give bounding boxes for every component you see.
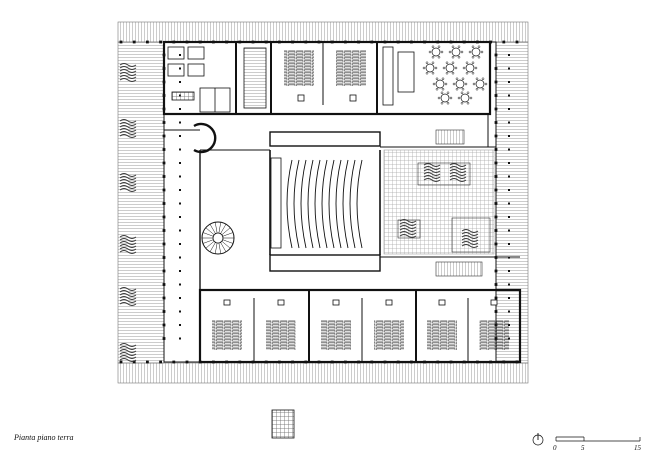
north-arrow-icon xyxy=(532,433,544,446)
classroom-north-1 xyxy=(167,46,267,113)
building-outline xyxy=(162,40,522,364)
scale-label-0: 0 xyxy=(553,444,557,452)
auditorium xyxy=(269,131,381,272)
spiral-stair-icon xyxy=(201,221,235,255)
scale-label-5: 5 xyxy=(581,444,585,452)
cafeteria xyxy=(382,45,488,106)
courtyard xyxy=(383,129,495,277)
curved-ramp xyxy=(193,122,217,154)
classroom-north-2 xyxy=(284,50,366,102)
outer-deck xyxy=(117,21,529,384)
drawing-caption: Pianta piano terra xyxy=(14,433,74,442)
classrooms-south xyxy=(212,299,509,350)
detail-thumbnail xyxy=(271,409,295,439)
scale-bar xyxy=(555,436,641,442)
scale-label-15: 15 xyxy=(634,444,641,452)
trees xyxy=(119,63,479,362)
